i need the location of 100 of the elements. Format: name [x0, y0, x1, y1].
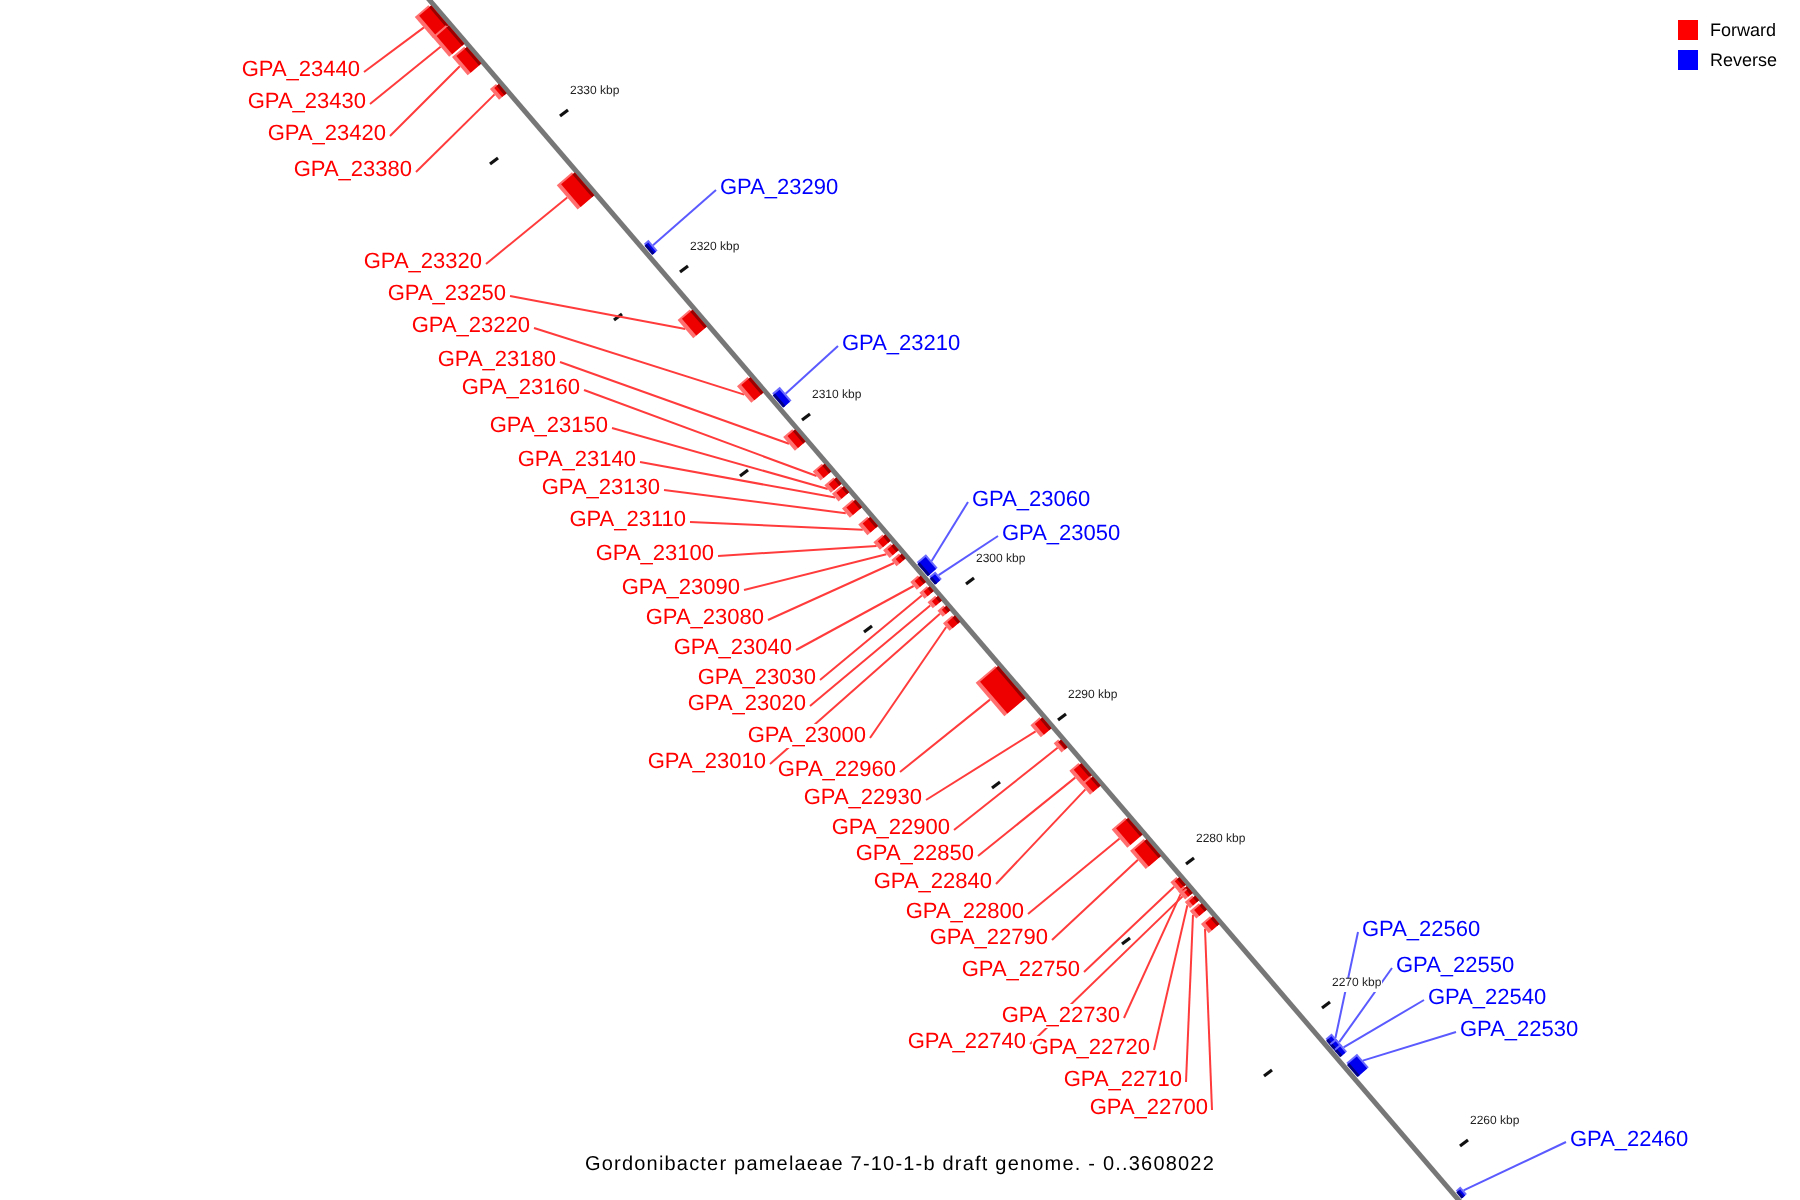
gene-feature: [772, 386, 792, 408]
leader-line: [925, 730, 1037, 801]
gene-label: GPA_23060: [972, 488, 1091, 512]
leader-line: [1123, 893, 1182, 1019]
gene-label: GPA_23090: [621, 576, 740, 600]
leader-line: [953, 746, 1059, 831]
gene-label: GPA_23160: [461, 376, 580, 400]
gene-label: GPA_23040: [673, 636, 792, 660]
gene-label: GPA_22730: [1001, 1004, 1120, 1028]
gene-feature: [1130, 839, 1161, 870]
gene-label: GPA_22930: [803, 786, 922, 810]
legend-label: Reverse: [1710, 50, 1778, 70]
gene-label: GPA_23150: [489, 414, 608, 438]
gene-label: GPA_22850: [855, 842, 974, 866]
gene-feature: [929, 571, 942, 585]
gene-feature: [1030, 717, 1052, 738]
gene-feature: [1346, 1053, 1369, 1078]
leader-line: [1051, 858, 1139, 941]
gene-feature: [1200, 916, 1220, 934]
gene-feature: [1080, 776, 1101, 795]
gene-label: GPA_23440: [241, 58, 360, 82]
gene-feature: [916, 554, 938, 577]
gene-label: GPA_23110: [569, 508, 686, 532]
leader-line: [743, 553, 888, 591]
gene-label: GPA_22900: [831, 816, 950, 840]
gene-feature: [873, 534, 891, 550]
leader-line: [663, 489, 847, 515]
gene-label: GPA_22700: [1089, 1096, 1208, 1120]
gene-feature: [832, 486, 850, 502]
gene-label: GPA_23220: [411, 314, 530, 338]
gene-label: GPA_23030: [697, 666, 816, 690]
gene-label: GPA_22550: [1396, 954, 1515, 978]
leader-line: [533, 327, 746, 396]
leader-line: [977, 776, 1077, 857]
leader-line: [559, 361, 790, 445]
gene-feature: [1189, 903, 1207, 919]
gene-label: GPA_23100: [595, 542, 714, 566]
gene-label: GPA_22710: [1063, 1068, 1182, 1092]
leader-line: [1153, 904, 1189, 1051]
gene-feature: [1053, 739, 1068, 753]
gene-label: GPA_22560: [1362, 918, 1481, 942]
gene-label: GPA_22740: [907, 1030, 1026, 1054]
gene-label: GPA_23010: [647, 750, 766, 774]
leader-line: [995, 788, 1087, 885]
gene-feature: [937, 605, 951, 617]
gene-feature: [432, 25, 465, 57]
leader-line: [937, 535, 999, 577]
gene-label: GPA_23130: [541, 476, 660, 500]
gene-feature: [783, 429, 806, 451]
leader-line: [389, 65, 461, 137]
leader-line: [1334, 931, 1359, 1039]
gene-label: GPA_22720: [1031, 1036, 1150, 1060]
leader-line: [639, 461, 837, 499]
leader-line: [809, 604, 932, 707]
gene-feature: [643, 239, 658, 255]
gene-feature: [927, 595, 942, 609]
caption: Gordonibacter pamelaeae 7-10-1-b draft genome. - 0..3608022: [582, 1154, 1218, 1178]
gene-feature: [858, 516, 879, 536]
gene-feature: [489, 83, 507, 100]
gene-label: GPA_23290: [720, 176, 839, 200]
gene-label: GPA_23430: [247, 90, 366, 114]
leader-line: [611, 427, 829, 490]
leader-line: [795, 585, 915, 651]
gene-label: GPA_23380: [293, 158, 412, 182]
leader-line: [1027, 837, 1121, 915]
leader-line: [784, 345, 839, 395]
gene-label: GPA_23210: [842, 332, 961, 356]
gene-label: GPA_23080: [645, 606, 764, 630]
leader-line: [652, 189, 717, 247]
gene-feature: [736, 377, 764, 403]
leader-line: [930, 501, 969, 562]
leader-line: [485, 196, 569, 265]
leader-line: [1083, 885, 1176, 973]
leader-line: [363, 26, 425, 73]
leader-line: [1204, 927, 1213, 1111]
gene-label: GPA_22460: [1570, 1128, 1689, 1152]
gene-feature: [1334, 1043, 1347, 1058]
gene-label: GPA_22540: [1428, 986, 1547, 1010]
gene-label: GPA_23180: [437, 348, 556, 372]
gene-label: GPA_22840: [873, 870, 992, 894]
leader-line: [689, 521, 864, 531]
leader-line: [1361, 1031, 1457, 1062]
gene-label: GPA_22960: [777, 758, 896, 782]
gene-label: GPA_22800: [905, 900, 1024, 924]
leader-line: [819, 594, 923, 681]
gene-feature: [883, 543, 899, 558]
leader-line: [717, 545, 878, 557]
gene-label: GPA_23250: [387, 282, 506, 306]
gene-label: GPA_23000: [747, 724, 866, 748]
gene-feature: [919, 586, 934, 599]
gene-feature: [812, 463, 832, 481]
gene-feature: [891, 553, 906, 567]
leader-line: [583, 389, 818, 477]
gene-label: GPA_23320: [363, 250, 482, 274]
gene-feature: [1455, 1186, 1467, 1199]
gene-feature: [1111, 817, 1143, 848]
gene-label: GPA_22790: [929, 926, 1048, 950]
gene-label: GPA_22530: [1460, 1018, 1579, 1042]
gene-label: GPA_23050: [1002, 522, 1121, 546]
gene-feature: [910, 575, 926, 590]
